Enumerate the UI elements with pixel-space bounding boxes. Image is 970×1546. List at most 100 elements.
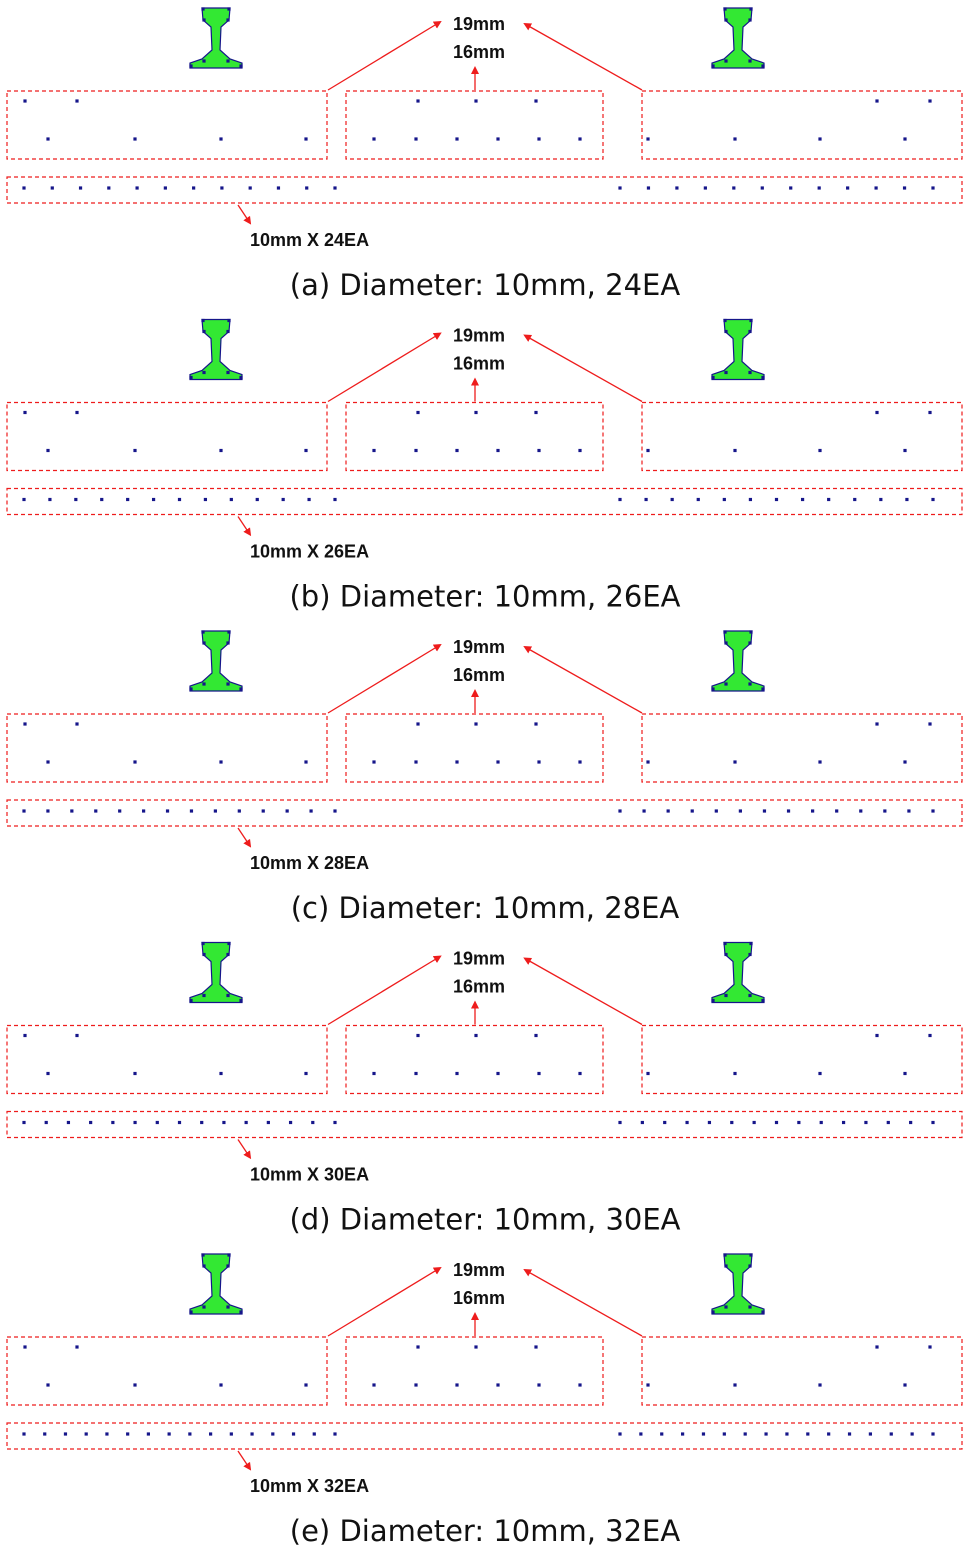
rebar-dot bbox=[189, 375, 193, 380]
rebar-dot bbox=[261, 809, 265, 813]
rebar-dot bbox=[74, 497, 78, 502]
mid-rebar-label: 16mm bbox=[453, 1288, 505, 1308]
right-box bbox=[641, 401, 963, 472]
rebar-dot bbox=[910, 1432, 914, 1436]
rebar-dot bbox=[455, 1383, 459, 1387]
mid-rebar-label: 16mm bbox=[453, 977, 505, 997]
rail-section-icon bbox=[711, 941, 765, 1004]
rebar-dot bbox=[578, 137, 582, 141]
rebar-dot bbox=[749, 318, 753, 323]
left-arrow bbox=[327, 1266, 442, 1337]
right-arrow bbox=[523, 23, 643, 91]
rebar-dot bbox=[646, 760, 650, 764]
rebar-dot bbox=[762, 809, 767, 813]
rebar-dot bbox=[455, 1071, 459, 1076]
rebar-dot bbox=[75, 410, 79, 415]
rebar-dot bbox=[928, 99, 932, 103]
bar-arrow bbox=[237, 204, 252, 225]
rebar-dot bbox=[711, 1310, 715, 1314]
rebar-dot bbox=[333, 1120, 337, 1125]
right-box bbox=[641, 1336, 963, 1406]
rebar-dot bbox=[135, 186, 139, 190]
rebar-dot bbox=[703, 186, 707, 190]
rebar-dot bbox=[733, 137, 737, 141]
rebar-dot bbox=[201, 1253, 205, 1257]
rebar-dot bbox=[304, 760, 308, 764]
rebar-dot bbox=[928, 722, 932, 726]
rebar-dot bbox=[239, 998, 243, 1003]
rebar-dot bbox=[281, 497, 285, 502]
right-box bbox=[641, 1024, 963, 1095]
rebar-dot bbox=[192, 186, 196, 190]
rebar-dot bbox=[879, 497, 883, 502]
rebar-dot bbox=[309, 809, 313, 813]
rebar-dot bbox=[618, 497, 622, 502]
rebar-dot bbox=[333, 186, 337, 190]
rebar-dot bbox=[875, 99, 879, 103]
right-arrow bbox=[523, 957, 643, 1026]
rebar-dot bbox=[534, 722, 538, 726]
rebar-dot bbox=[711, 687, 715, 691]
rebar-dot bbox=[905, 497, 909, 502]
rebar-dot bbox=[749, 941, 753, 946]
rail-section-icon bbox=[189, 318, 243, 381]
bar-count-label: 10mm X 24EA bbox=[250, 230, 369, 250]
rebar-dot bbox=[868, 1432, 872, 1436]
rebar-dot bbox=[50, 186, 54, 190]
left-box bbox=[6, 401, 328, 472]
rebar-dot bbox=[311, 1120, 315, 1125]
rebar-dot bbox=[22, 809, 26, 813]
rebar-dot bbox=[748, 497, 753, 502]
bar-count-label: 10mm X 30EA bbox=[250, 1165, 369, 1185]
rebar-dot bbox=[23, 722, 27, 726]
rebar-dot bbox=[133, 760, 137, 764]
rebar-dot bbox=[644, 497, 648, 502]
rebar-dot bbox=[701, 1432, 706, 1436]
rebar-dot bbox=[748, 1264, 752, 1268]
rebar-dot bbox=[931, 186, 935, 190]
rebar-dot bbox=[227, 1253, 231, 1257]
rebar-dot bbox=[63, 1432, 68, 1436]
rebar-dot bbox=[305, 186, 309, 190]
rebar-dot bbox=[333, 1432, 337, 1436]
rebar-dot bbox=[304, 1383, 308, 1387]
rebar-dot bbox=[723, 1253, 727, 1257]
rebar-dot bbox=[789, 186, 793, 190]
rebar-dot bbox=[46, 760, 50, 764]
rebar-dot bbox=[646, 448, 650, 453]
rebar-dot bbox=[105, 1432, 109, 1436]
rebar-dot bbox=[907, 809, 911, 813]
top-rebar-label: 19mm bbox=[453, 326, 505, 346]
rebar-dot bbox=[202, 329, 206, 334]
rebar-dot bbox=[126, 1432, 130, 1436]
bottom-rebar-box bbox=[6, 1110, 963, 1139]
rebar-dot bbox=[372, 1383, 376, 1387]
rebar-dot bbox=[219, 1383, 223, 1387]
rebar-dot bbox=[414, 760, 418, 764]
rebar-dot bbox=[220, 186, 224, 190]
rebar-dot bbox=[474, 722, 478, 726]
rebar-dot bbox=[800, 497, 805, 502]
rebar-dot bbox=[874, 186, 878, 190]
rebar-dot bbox=[307, 497, 311, 502]
rebar-dot bbox=[931, 1432, 935, 1436]
rebar-dot bbox=[903, 760, 907, 764]
rebar-dot bbox=[537, 760, 541, 764]
rebar-dot bbox=[372, 760, 376, 764]
rebar-dot bbox=[474, 1345, 478, 1349]
rebar-dot bbox=[202, 59, 206, 63]
rebar-dot bbox=[724, 329, 728, 334]
rebar-dot bbox=[724, 993, 728, 998]
rebar-dot bbox=[496, 137, 500, 141]
rebar-dot bbox=[748, 682, 752, 686]
rebar-dot bbox=[46, 1383, 50, 1387]
rebar-dot bbox=[146, 1432, 150, 1436]
rebar-dot bbox=[239, 1310, 243, 1314]
rebar-dot bbox=[416, 1033, 420, 1038]
center-box bbox=[345, 90, 604, 160]
rebar-dot bbox=[133, 448, 137, 453]
rebar-dot bbox=[663, 1120, 667, 1125]
rebar-dot bbox=[239, 375, 243, 380]
